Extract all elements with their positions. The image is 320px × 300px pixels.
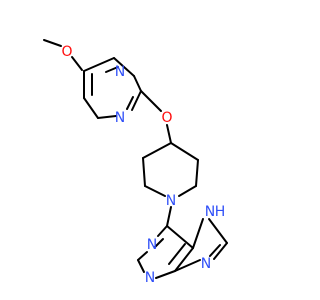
bond — [174, 247, 194, 272]
bond — [137, 251, 148, 261]
bond — [192, 218, 204, 249]
bond — [208, 218, 228, 244]
bond — [105, 66, 119, 73]
bond — [71, 56, 83, 71]
atom-h-purine: H — [215, 204, 226, 220]
bond — [142, 157, 146, 187]
bond — [168, 243, 186, 265]
bond — [195, 159, 199, 187]
bond — [155, 270, 176, 279]
bond — [131, 90, 142, 111]
atom-n-purine-left: N — [147, 237, 157, 253]
bond — [166, 124, 172, 144]
bond — [137, 259, 145, 273]
bond — [144, 185, 166, 197]
bond — [178, 185, 197, 197]
bond — [142, 142, 172, 159]
atom-o-ether: O — [161, 110, 172, 126]
atom-o-methoxy: O — [61, 44, 72, 60]
bond — [166, 225, 194, 249]
atom-labels: O N N O N N N H N N — [61, 44, 225, 286]
bond — [209, 244, 221, 257]
bond — [140, 90, 162, 112]
bond — [213, 242, 228, 260]
atom-n-pyrimidine-bottom: N — [115, 110, 125, 126]
bond-lines — [43, 39, 228, 279]
bond — [157, 225, 168, 237]
bond — [83, 97, 99, 119]
bond — [43, 39, 62, 47]
bond — [97, 115, 117, 119]
bond — [83, 57, 115, 72]
atom-n-purine-bottom: N — [145, 270, 155, 286]
bond — [170, 142, 199, 161]
atom-n-purine-imidazole: N — [201, 256, 211, 272]
bond — [133, 75, 142, 92]
bond — [113, 57, 135, 77]
molecule-structure: O N N O N N N H N N — [43, 39, 228, 286]
bond — [126, 96, 134, 110]
bond — [174, 259, 201, 272]
atom-n-pyrimidine-top: N — [115, 64, 125, 80]
atom-n-purine-nh: N — [205, 204, 215, 220]
atom-n-piperidine: N — [166, 193, 176, 209]
bond — [166, 206, 172, 227]
bond — [154, 238, 164, 248]
